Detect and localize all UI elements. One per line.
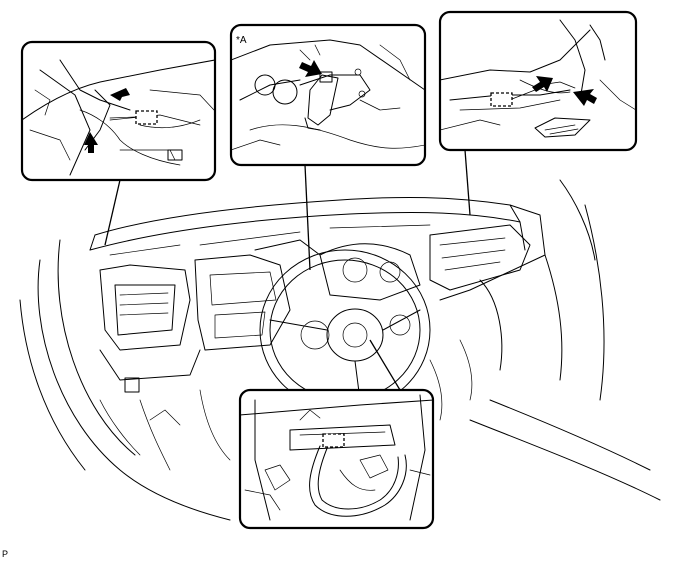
callout-steering-column-connector: *A bbox=[229, 23, 427, 167]
arrow-right-1-icon bbox=[532, 76, 553, 92]
leader-left bbox=[104, 179, 121, 246]
arrow-right-2-icon bbox=[573, 89, 597, 106]
connector-left bbox=[135, 110, 158, 125]
view-label: *A bbox=[236, 35, 247, 46]
leader-right bbox=[464, 149, 471, 216]
arrow-top-1-icon bbox=[299, 60, 322, 77]
leader-lines bbox=[104, 149, 471, 391]
arrow-left-1-icon bbox=[110, 88, 130, 101]
callout-left-vent-connector bbox=[20, 40, 217, 182]
callout-right-glovebox-connector bbox=[438, 10, 638, 152]
connector-bottom bbox=[322, 433, 345, 448]
callout-lower-center-connector bbox=[238, 388, 435, 530]
arrow-left-2-icon bbox=[84, 132, 98, 153]
figure-code: P bbox=[2, 549, 9, 559]
connector-right bbox=[490, 92, 513, 107]
leader-top-center bbox=[304, 164, 311, 271]
leader-bottom bbox=[369, 339, 401, 391]
